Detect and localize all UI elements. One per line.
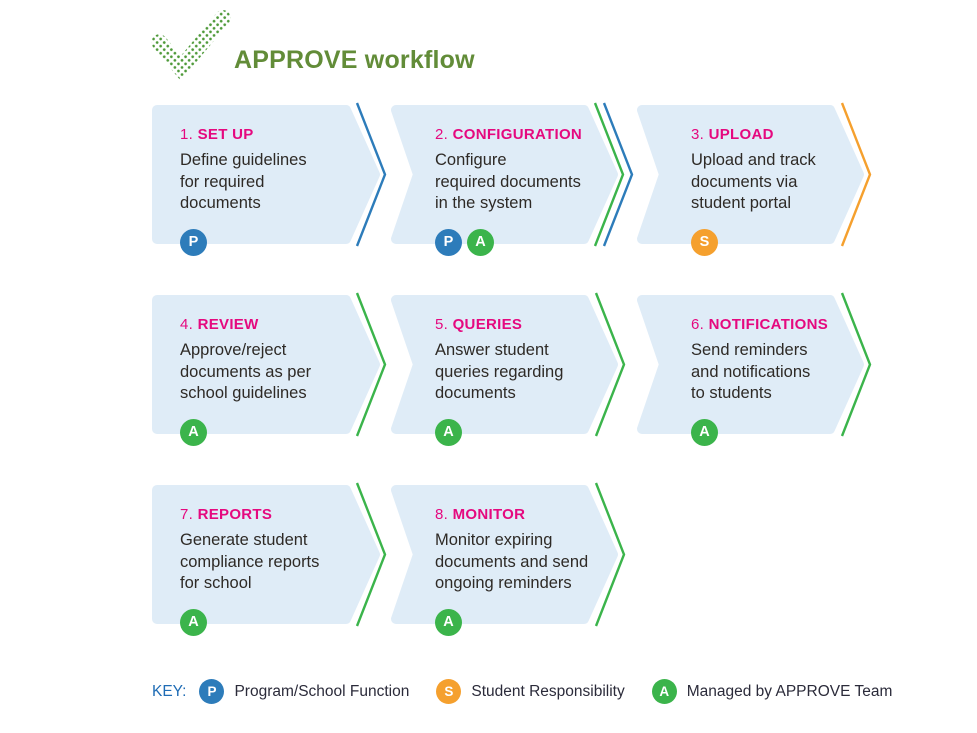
arrow-shape (391, 482, 626, 627)
step-number: 2. (435, 126, 449, 143)
arrow-shape (152, 292, 387, 437)
step-description: Define guidelines for required documents (180, 151, 307, 212)
step-monitor: 8. MONITOR Monitor expiring documents an… (391, 482, 626, 636)
step-number: 8. (435, 506, 449, 523)
step-number: 6. (691, 316, 705, 333)
step-badges: A (435, 419, 462, 446)
arrow-shape (637, 102, 872, 247)
legend-item-approve-team: A Managed by APPROVE Team (651, 679, 893, 704)
legend-item-label: Student Responsibility (471, 682, 625, 700)
step-badges: S (691, 229, 718, 256)
approve-team-badge: A (651, 679, 677, 704)
step-description: Generate student compliance reports for … (180, 531, 320, 592)
step-configuration: 2. CONFIGURATION Configure required docu… (391, 102, 634, 256)
student-badge: S (691, 229, 718, 256)
arrow-shape (391, 102, 634, 247)
step-name: MONITOR (452, 506, 526, 523)
approve-team-badge: A (435, 419, 462, 446)
legend-label: KEY: (152, 682, 187, 700)
arrow-shape (152, 482, 387, 627)
approve-team-badge: A (180, 419, 207, 446)
step-reports: 7. REPORTS Generate student compliance r… (152, 482, 387, 636)
step-number: 3. (691, 126, 705, 143)
approve-team-badge: A (435, 609, 462, 636)
legend-item-program: P Program/School Function (199, 679, 409, 704)
program-badge: P (199, 679, 225, 704)
step-title: 5. QUERIES (391, 316, 619, 333)
step-name: REPORTS (197, 506, 273, 523)
step-title: 1. SET UP (152, 126, 380, 143)
program-badge: P (435, 229, 462, 256)
step-description: Monitor expiring documents and send ongo… (435, 531, 589, 592)
step-description: Configure required documents in the syst… (435, 151, 581, 212)
page-title: APPROVE workflow (234, 46, 475, 74)
step-description: Answer student queries regarding documen… (435, 341, 564, 402)
step-number: 1. (180, 126, 194, 143)
step-title: 6. NOTIFICATIONS (637, 316, 865, 333)
step-badges: P A (435, 229, 494, 256)
step-name: QUERIES (452, 316, 523, 333)
legend-item-label: Managed by APPROVE Team (686, 682, 893, 700)
program-badge: P (180, 229, 207, 256)
step-name: CONFIGURATION (452, 126, 583, 143)
step-number: 4. (180, 316, 194, 333)
approve-team-badge: A (467, 229, 494, 256)
step-upload: 3. UPLOAD Upload and track documents via… (637, 102, 872, 256)
step-name: SET UP (197, 126, 254, 143)
step-number: 5. (435, 316, 449, 333)
legend-item-student: S Student Responsibility (436, 679, 625, 704)
step-description: Upload and track documents via student p… (691, 151, 816, 212)
step-description: Send reminders and notifications to stud… (691, 341, 811, 402)
approve-team-badge: A (691, 419, 718, 446)
step-title: 2. CONFIGURATION (391, 126, 619, 143)
step-title: 3. UPLOAD (637, 126, 865, 143)
step-queries: 5. QUERIES Answer student queries regard… (391, 292, 626, 446)
step-description: Approve/reject documents as per school g… (180, 341, 312, 402)
step-badges: A (180, 609, 207, 636)
step-badges: A (435, 609, 462, 636)
dotted-checkmark-icon (151, 10, 231, 80)
legend: KEY: P Program/School Function S Student… (152, 679, 919, 704)
step-name: NOTIFICATIONS (708, 316, 829, 333)
step-title: 4. REVIEW (152, 316, 380, 333)
step-set-up: 1. SET UP Define guidelines for required… (152, 102, 387, 256)
step-title: 8. MONITOR (391, 506, 619, 523)
step-badges: P (180, 229, 207, 256)
approve-team-badge: A (180, 609, 207, 636)
step-name: UPLOAD (708, 126, 774, 143)
arrow-shape (391, 292, 626, 437)
arrow-shape (152, 102, 387, 247)
step-badges: A (691, 419, 718, 446)
legend-item-label: Program/School Function (234, 682, 410, 700)
arrow-shape (637, 292, 872, 437)
step-name: REVIEW (197, 316, 259, 333)
step-title: 7. REPORTS (152, 506, 380, 523)
step-number: 7. (180, 506, 194, 523)
step-review: 4. REVIEW Approve/reject documents as pe… (152, 292, 387, 446)
student-badge: S (436, 679, 462, 704)
step-notifications: 6. NOTIFICATIONS Send reminders and noti… (637, 292, 872, 446)
step-badges: A (180, 419, 207, 446)
